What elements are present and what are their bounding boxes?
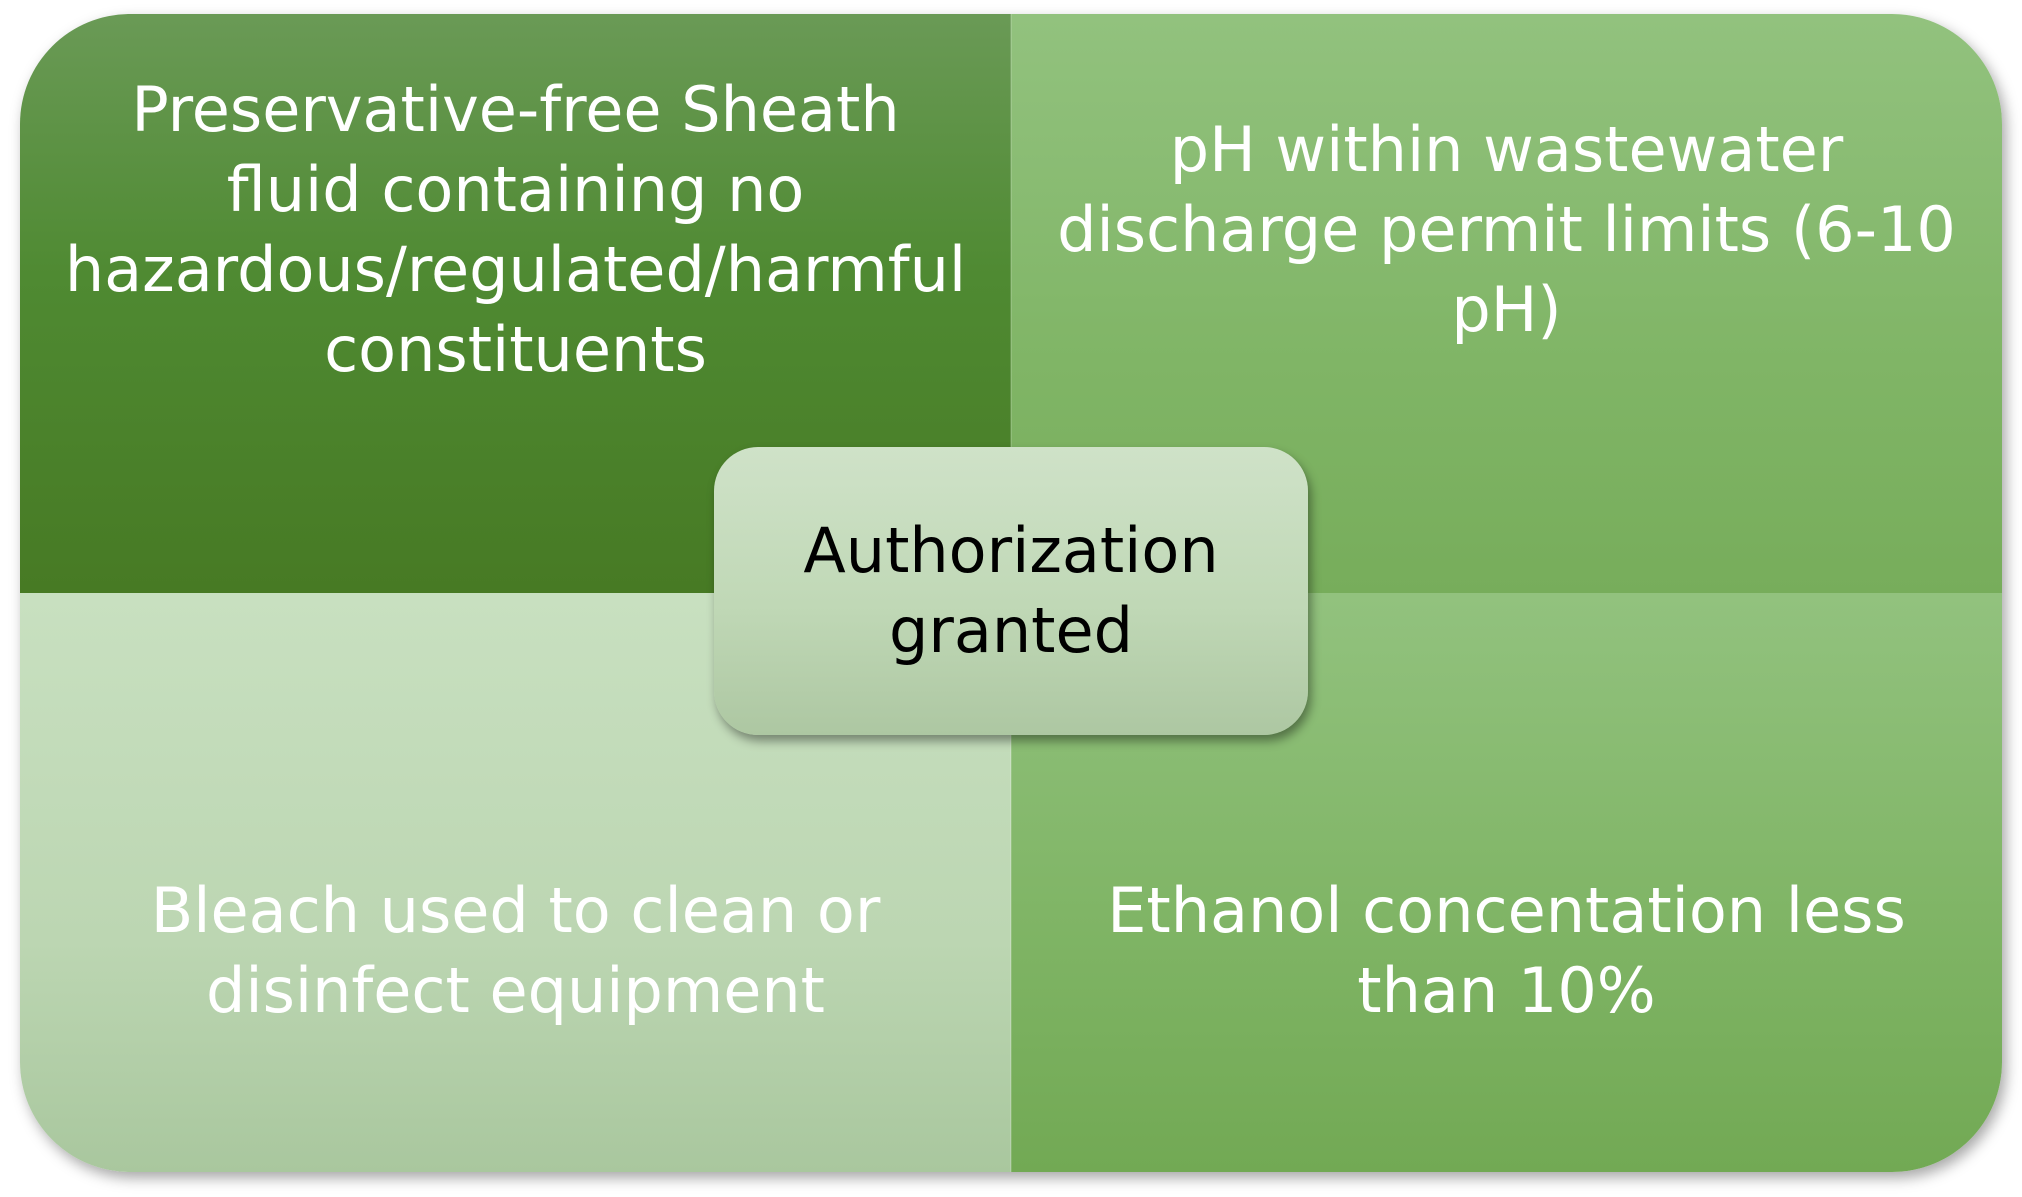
quadrant-top-left-text: Preservative-free Sheath fluid containin… — [64, 73, 967, 386]
quadrant-top-left: Preservative-free Sheath fluid containin… — [20, 14, 1011, 593]
quadrant-bottom-right: Ethanol concentation less than 10% — [1011, 593, 2002, 1172]
authorization-matrix-diagram: Preservative-free Sheath fluid containin… — [20, 14, 2002, 1172]
center-label: Authorization granted — [803, 514, 1219, 667]
center-box: Authorization granted — [714, 447, 1308, 735]
quadrant-bottom-left-text: Bleach used to clean or disinfect equipm… — [150, 874, 881, 1027]
quadrant-bottom-right-text: Ethanol concentation less than 10% — [1107, 874, 1906, 1027]
quadrant-top-right-text: pH within wastewater discharge permit li… — [1057, 113, 1956, 346]
